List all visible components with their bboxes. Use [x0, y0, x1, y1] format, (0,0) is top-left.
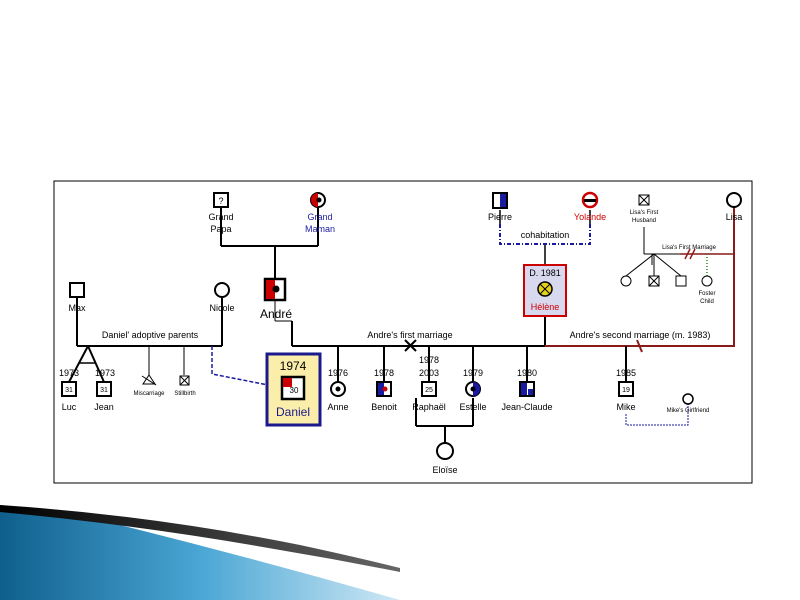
mike-label: Mike — [616, 402, 635, 412]
foster-child-symbol[interactable] — [701, 275, 713, 287]
jean-label: Jean — [94, 402, 114, 412]
daniel-year: 1974 — [280, 359, 307, 373]
diagram-frame — [53, 180, 753, 484]
max-label: Max — [68, 303, 86, 313]
lisa-symbol[interactable] — [726, 192, 742, 208]
eloise-label: Eloïse — [432, 465, 457, 475]
jean-claude-symbol[interactable] — [519, 381, 535, 397]
jean-symbol[interactable]: 31 — [96, 381, 112, 397]
luc-symbol[interactable]: 31 — [61, 381, 77, 397]
special-lines — [211, 207, 735, 426]
first-marriage-label: Andre's first marriage — [367, 330, 452, 340]
andre-symbol[interactable] — [263, 277, 287, 302]
raphael-badge: 25 — [425, 387, 433, 394]
lisa-child-deceased[interactable] — [648, 275, 660, 287]
grand-papa-symbol[interactable]: ? — [213, 192, 229, 208]
benoit-symbol[interactable] — [376, 381, 392, 397]
mike-symbol[interactable]: 19 — [618, 381, 634, 397]
estelle-label: Estelle — [459, 402, 486, 412]
jean-year: 1973 — [95, 368, 115, 378]
helene-death: D. 1981 — [529, 268, 561, 278]
lisa-first-marriage-label: Lisa's First Marriage — [662, 245, 716, 251]
nicole-symbol[interactable] — [214, 282, 230, 298]
foster-child-label-1: Foster — [698, 291, 715, 297]
adoptive-parents-label: Daniel' adoptive parents — [102, 330, 199, 340]
foster-child-label-2: Child — [700, 299, 714, 305]
nicole-label: Nicole — [209, 303, 234, 313]
jean-claude-year: 1980 — [517, 368, 537, 378]
relationship-lines — [68, 208, 734, 443]
lisas-husband-label-2: Husband — [632, 218, 656, 224]
jean-badge: 31 — [100, 387, 108, 394]
divorce-marks — [404, 248, 696, 353]
cohabitation-label: cohabitation — [521, 230, 570, 240]
anne-symbol[interactable] — [330, 381, 346, 397]
benoit-label: Benoit — [371, 402, 397, 412]
max-symbol[interactable] — [69, 282, 85, 298]
benoit-year: 1978 — [374, 368, 394, 378]
luc-year: 1973 — [59, 368, 79, 378]
raphael-year-2: 2003 — [419, 368, 439, 378]
mike-year: 1985 — [616, 368, 636, 378]
grand-papa-label-2: Papa — [210, 224, 231, 234]
helene-card[interactable] — [523, 264, 567, 317]
daniel-badge: 30 — [290, 386, 299, 395]
daniel-label: Daniel — [276, 405, 310, 419]
raphael-year-1: 1978 — [419, 355, 439, 365]
grand-papa-badge: ? — [218, 196, 223, 206]
yolande-label: Yolande — [574, 212, 606, 222]
grand-maman-label-2: Maman — [305, 224, 335, 234]
second-marriage-label: Andre's second marriage (m. 1983) — [570, 330, 711, 340]
jean-claude-label: Jean-Claude — [501, 402, 552, 412]
grand-maman-label-1: Grand — [307, 212, 332, 222]
lisas-husband-label-1: Lisa's First — [630, 210, 659, 216]
anne-label: Anne — [327, 402, 348, 412]
daniel-card[interactable]: 30 — [265, 352, 322, 427]
luc-label: Luc — [62, 402, 77, 412]
pierre-symbol[interactable] — [492, 192, 508, 209]
lisas-husband-symbol[interactable] — [638, 194, 650, 206]
lisa-child-male[interactable] — [675, 275, 687, 287]
raphael-symbol[interactable]: 25 — [421, 381, 437, 397]
andre-label: André — [260, 307, 292, 321]
lisa-label: Lisa — [726, 212, 743, 222]
stillbirth-symbol[interactable] — [179, 375, 190, 386]
lisa-child-female[interactable] — [620, 275, 632, 287]
helene-label: Hélène — [531, 302, 560, 312]
mikes-girlfriend-label: Mike's Girlfriend — [667, 408, 710, 414]
raphael-label: Raphaël — [412, 402, 446, 412]
mikes-girlfriend-symbol[interactable] — [682, 393, 694, 405]
yolande-symbol[interactable] — [581, 191, 599, 209]
miscarriage-label: Miscarriage — [133, 391, 165, 397]
eloise-symbol[interactable] — [436, 442, 454, 460]
mike-badge: 19 — [622, 387, 630, 394]
footer-swoosh — [0, 505, 400, 600]
anne-year: 1976 — [328, 368, 348, 378]
grand-maman-symbol[interactable] — [310, 192, 326, 208]
estelle-symbol[interactable] — [465, 381, 481, 397]
estelle-year: 1979 — [463, 368, 483, 378]
luc-badge: 31 — [65, 387, 73, 394]
stillbirth-label: Stillbirth — [174, 391, 195, 397]
grand-papa-label-1: Grand — [208, 212, 233, 222]
pierre-label: Pierre — [488, 212, 512, 222]
miscarriage-symbol[interactable] — [141, 374, 157, 386]
